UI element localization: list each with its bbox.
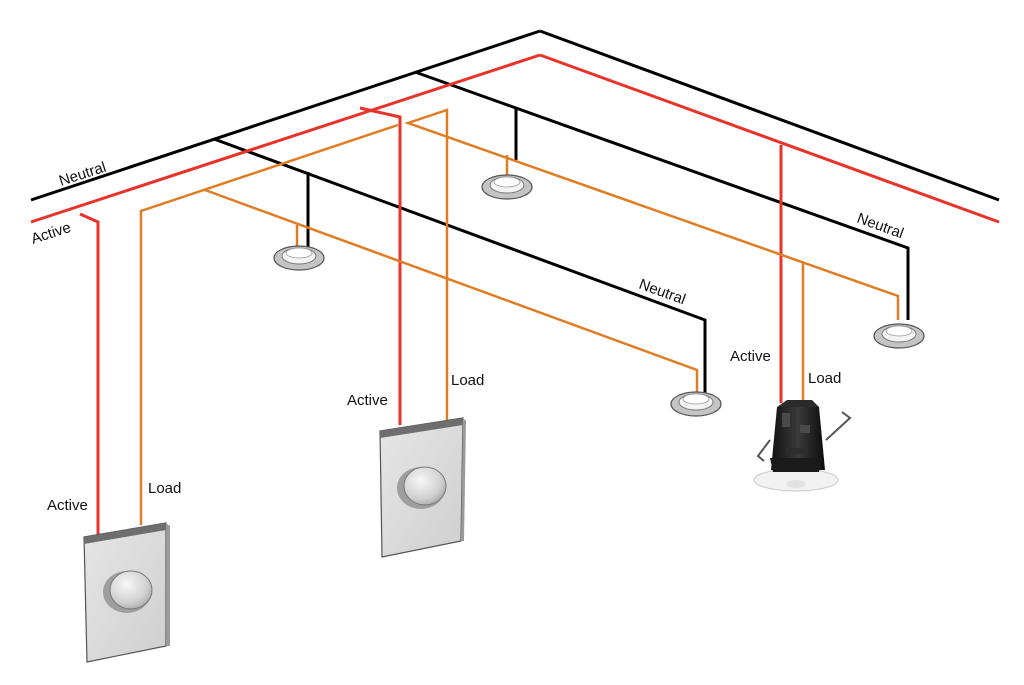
label-sensor-active: Active [730, 348, 771, 365]
label-switch-left-active: Active [47, 497, 88, 514]
dimmer-switch-center [379, 417, 466, 558]
downlight-icon [670, 391, 722, 417]
dimmer-switch-icon [83, 522, 170, 663]
neutral-branch-middle [213, 137, 707, 395]
neutral-branch-right [414, 70, 910, 320]
downlight-4 [873, 323, 925, 349]
load-wires [139, 108, 900, 525]
downlight-2 [481, 174, 533, 200]
load-left-switch-run [139, 123, 399, 525]
occupancy-sensor-icon [753, 400, 852, 492]
neutral-wires [30, 29, 1000, 395]
active-drop-left-switch [79, 212, 100, 535]
downlight-icon [873, 323, 925, 349]
downlight-icon [481, 174, 533, 200]
label-neutral-main: Neutral [57, 159, 108, 190]
active-drop-center-switch [359, 106, 402, 425]
active-wires [30, 53, 1000, 535]
neutral-main-right [539, 29, 1000, 202]
label-switch-center-active: Active [347, 392, 388, 409]
dimmer-switch-left [83, 522, 170, 663]
label-sensor-load: Load [808, 370, 841, 387]
label-switch-left-load: Load [148, 480, 181, 497]
load-to-light-1-and-3 [204, 188, 699, 395]
dimmer-switch-icon [379, 417, 466, 558]
downlight-3 [670, 391, 722, 417]
active-main-right [539, 53, 1000, 224]
label-switch-center-load: Load [451, 372, 484, 389]
occupancy-sensor [753, 400, 852, 492]
active-main-left [30, 53, 541, 224]
load-center-switch-run [404, 108, 900, 420]
neutral-main-left [30, 29, 541, 202]
downlight-1 [273, 245, 325, 271]
label-active-main: Active [29, 219, 73, 248]
downlight-icon [273, 245, 325, 271]
